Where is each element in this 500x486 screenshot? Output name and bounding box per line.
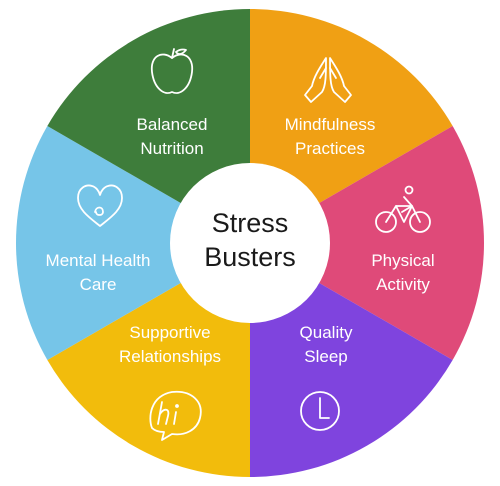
center-title-line2: Busters	[204, 242, 296, 272]
mindfulness-label-line2: Practices	[295, 139, 365, 158]
mental-health-care-label-line2: Care	[80, 275, 117, 294]
mindfulness-label-line1: Mindfulness	[285, 115, 376, 134]
supportive-relationships-label-line1: Supportive	[129, 323, 210, 342]
quality-sleep-label-line2: Sleep	[304, 347, 347, 366]
center-title-line1: Stress	[212, 208, 289, 238]
center-circle	[170, 163, 330, 323]
heart-icon	[77, 184, 123, 227]
segment-physical-activity	[250, 126, 485, 360]
apple-icon	[150, 48, 194, 94]
physical-activity-label-line1: Physical	[371, 251, 434, 270]
physical-activity-label-line2: Activity	[376, 275, 430, 294]
quality-sleep-label-line1: Quality	[300, 323, 353, 342]
hi-speech-bubble-icon	[149, 390, 202, 441]
cyclist-icon	[375, 185, 431, 233]
mental-health-care-label-line1: Mental Health	[46, 251, 151, 270]
segment-mental-health-care	[15, 126, 251, 360]
balanced-nutrition-label-line2: Nutrition	[140, 139, 203, 158]
clock-icon	[300, 391, 340, 431]
supportive-relationships-label-line2: Relationships	[119, 347, 221, 366]
praying-hands-icon	[304, 57, 352, 103]
balanced-nutrition-label-line1: Balanced	[137, 115, 208, 134]
